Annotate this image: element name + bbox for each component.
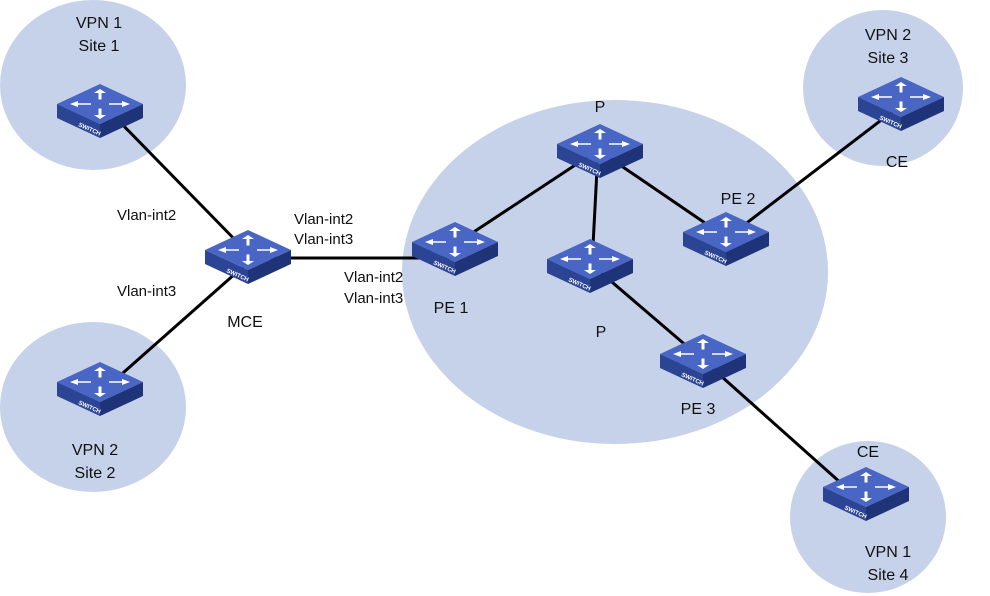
- device-label-ce-site3: CE: [886, 154, 908, 171]
- device-label-pe3: PE 3: [681, 401, 716, 418]
- device-label-ce-site4: CE: [857, 444, 879, 461]
- device-label-p-mid: P: [596, 324, 607, 341]
- region-label-site3-site: Site 3: [868, 50, 909, 67]
- region-label-site1-vpn: VPN 1: [76, 15, 122, 32]
- region-label-site3-vpn: VPN 2: [865, 27, 911, 44]
- interface-label-mce-pe1-a: Vlan-int2: [294, 211, 353, 228]
- region-label-site2-vpn: VPN 2: [72, 442, 118, 459]
- device-label-p-top: P: [595, 99, 606, 116]
- region-vpn1-site1: [0, 0, 186, 170]
- link-pe2-ce3: [726, 103, 902, 240]
- interface-label-mce-site2: Vlan-int3: [117, 283, 176, 300]
- interface-label-pe1-mce-b: Vlan-int3: [344, 290, 403, 307]
- region-label-site4-site: Site 4: [868, 567, 909, 584]
- region-label-site2-site: Site 2: [75, 465, 116, 482]
- device-label-pe1: PE 1: [434, 300, 469, 317]
- link-site2-mce: [114, 263, 246, 382]
- region-label-site1-site: Site 1: [79, 38, 120, 55]
- device-label-pe2: PE 2: [721, 191, 756, 208]
- interface-label-pe1-mce-a: Vlan-int2: [344, 269, 403, 286]
- device-label-mce: MCE: [227, 314, 263, 331]
- link-pe3-ce4: [702, 358, 861, 502]
- switch-mce-icon: [203, 228, 293, 286]
- link-site1-mce: [113, 115, 247, 252]
- interface-label-mce-site1: Vlan-int2: [117, 207, 176, 224]
- region-label-site4-vpn: VPN 1: [865, 544, 911, 561]
- interface-label-mce-pe1-b: Vlan-int3: [294, 231, 353, 248]
